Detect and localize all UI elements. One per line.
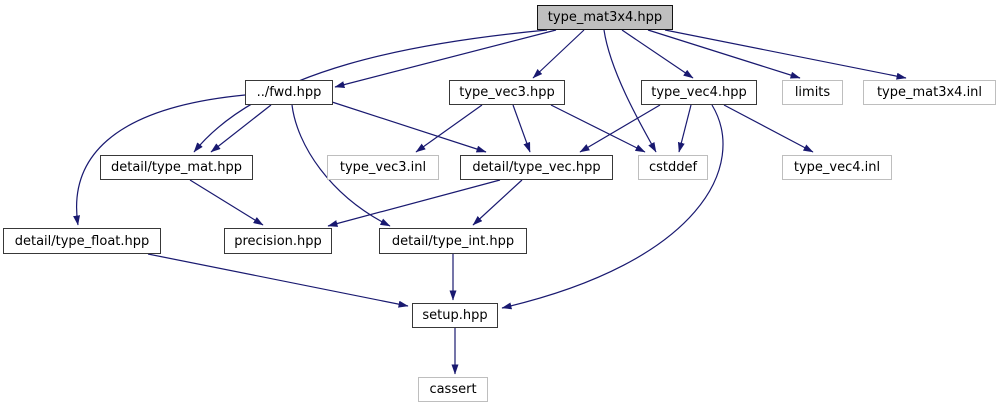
node-vec4inl: type_vec4.inl (782, 155, 892, 180)
node-label: setup.hpp (422, 308, 488, 323)
node-label: cstddef (648, 160, 698, 175)
node-vecH[interactable]: detail/type_vec.hpp (460, 155, 613, 180)
edge-vecH-precision (327, 179, 501, 227)
edge-root-fwd (334, 29, 557, 89)
edge-group (73, 29, 907, 375)
node-fwd[interactable]: ../fwd.hpp (245, 80, 333, 105)
edge-vec4h-vecH (579, 104, 661, 153)
edge-vec3h-vec3inl (415, 104, 483, 153)
node-intH[interactable]: detail/type_int.hpp (379, 228, 527, 254)
node-label: type_vec4.inl (793, 160, 881, 175)
node-precision[interactable]: precision.hpp (224, 228, 332, 254)
edge-fwd-matH (210, 104, 272, 153)
edge-root-mat34inl (664, 29, 907, 80)
node-limits: limits (782, 80, 843, 105)
edge-vec3h-cstddef (550, 104, 646, 153)
node-setup[interactable]: setup.hpp (412, 303, 498, 328)
edge-matH-precision (189, 179, 264, 226)
node-label: detail/type_mat.hpp (110, 160, 243, 175)
node-label: detail/type_int.hpp (391, 233, 515, 249)
node-label: detail/type_vec.hpp (472, 160, 601, 175)
edge-vec4h-cstddef (677, 104, 692, 153)
node-label: type_vec3.inl (339, 160, 427, 175)
node-label: limits (794, 85, 831, 100)
node-mat34inl: type_mat3x4.inl (863, 80, 996, 105)
node-matH[interactable]: detail/type_mat.hpp (100, 155, 253, 180)
edge-vec4h-vec4inl (723, 104, 814, 153)
edge-root-cstddef (603, 29, 657, 153)
edge-vecH-intH (472, 179, 523, 226)
node-label: type_mat3x4.hpp (547, 10, 663, 25)
edge-vec3h-vecH (512, 104, 531, 153)
node-label: cassert (429, 382, 477, 397)
edge-root-vec3h (532, 29, 585, 79)
node-floatH[interactable]: detail/type_float.hpp (3, 228, 161, 254)
node-label: detail/type_float.hpp (14, 233, 150, 249)
edge-root-limits (647, 29, 801, 79)
node-cstddef: cstddef (638, 155, 708, 180)
node-label: type_mat3x4.inl (876, 85, 983, 100)
node-root: type_mat3x4.hpp (537, 5, 673, 30)
edge-fwd-vecH (331, 101, 487, 153)
node-vec3inl: type_vec3.inl (327, 155, 439, 180)
node-label: type_vec3.hpp (459, 85, 555, 100)
node-cassert: cassert (418, 377, 488, 402)
edge-vec4h-setup (501, 104, 724, 310)
edge-floatH-setup (147, 253, 409, 308)
node-label: type_vec4.hpp (651, 85, 747, 100)
edge-root-vec4h (621, 29, 694, 79)
edge-root-matH (193, 29, 548, 153)
node-vec4h[interactable]: type_vec4.hpp (641, 80, 757, 105)
node-label: ../fwd.hpp (256, 85, 322, 100)
node-vec3h[interactable]: type_vec3.hpp (449, 80, 565, 105)
edge-fwd-floatH (73, 94, 246, 226)
node-label: precision.hpp (234, 233, 322, 249)
